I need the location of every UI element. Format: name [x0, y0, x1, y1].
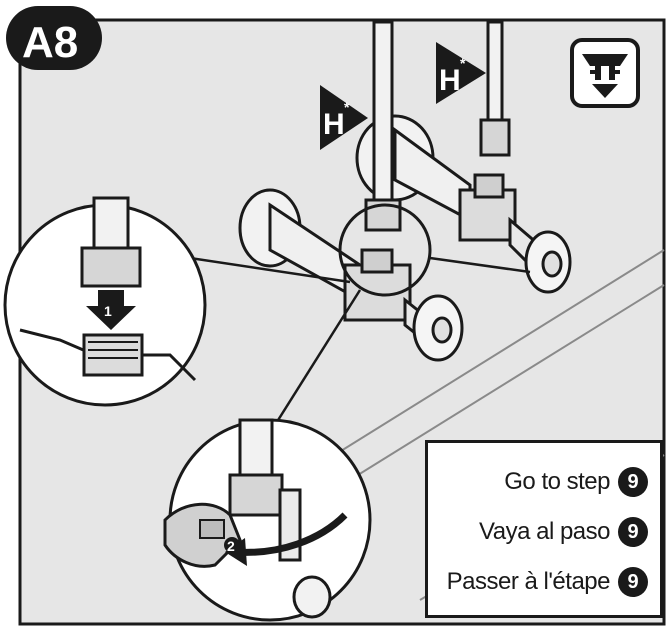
instruction-text-french: Passer à l'étape	[446, 568, 611, 595]
leader-line-bottom	[273, 289, 362, 426]
step-badge: A8	[6, 6, 102, 70]
step-number-badge: 9	[618, 567, 648, 597]
action-number-2: 2	[227, 538, 235, 554]
leader-line-right	[429, 256, 531, 274]
connection-highlight-circle	[338, 203, 432, 297]
step-label: A8	[22, 18, 78, 67]
left-shutoff-valve	[238, 188, 464, 362]
detail-circle-tighten-nut: 2	[163, 418, 372, 622]
step-number-badge: 9	[618, 517, 648, 547]
instruction-row-spanish: Vaya al paso 9	[428, 507, 648, 557]
hot-marker-right: H *	[436, 42, 486, 104]
instruction-row-french: Passer à l'étape 9	[428, 557, 648, 607]
hot-marker-left: H *	[320, 85, 368, 150]
step-number-badge: 9	[618, 467, 648, 497]
action-number-1: 1	[104, 303, 112, 319]
instruction-text-english: Go to step	[504, 468, 610, 495]
right-supply-hose	[479, 20, 511, 157]
instruction-text-spanish: Vaya al paso	[479, 518, 610, 545]
wrench-icon	[163, 502, 242, 568]
detail-circle-attach-hose: 1	[3, 196, 207, 407]
next-step-instructions: Go to step 9 Vaya al paso 9 Passer à l'é…	[425, 440, 663, 618]
sink-with-down-arrow-icon	[570, 38, 640, 108]
hot-asterisk-right: *	[460, 55, 466, 71]
hot-label-right: H	[439, 64, 461, 97]
hot-label-left: H	[323, 108, 345, 141]
hot-asterisk-left: *	[344, 99, 350, 115]
instruction-row-english: Go to step 9	[428, 457, 648, 507]
